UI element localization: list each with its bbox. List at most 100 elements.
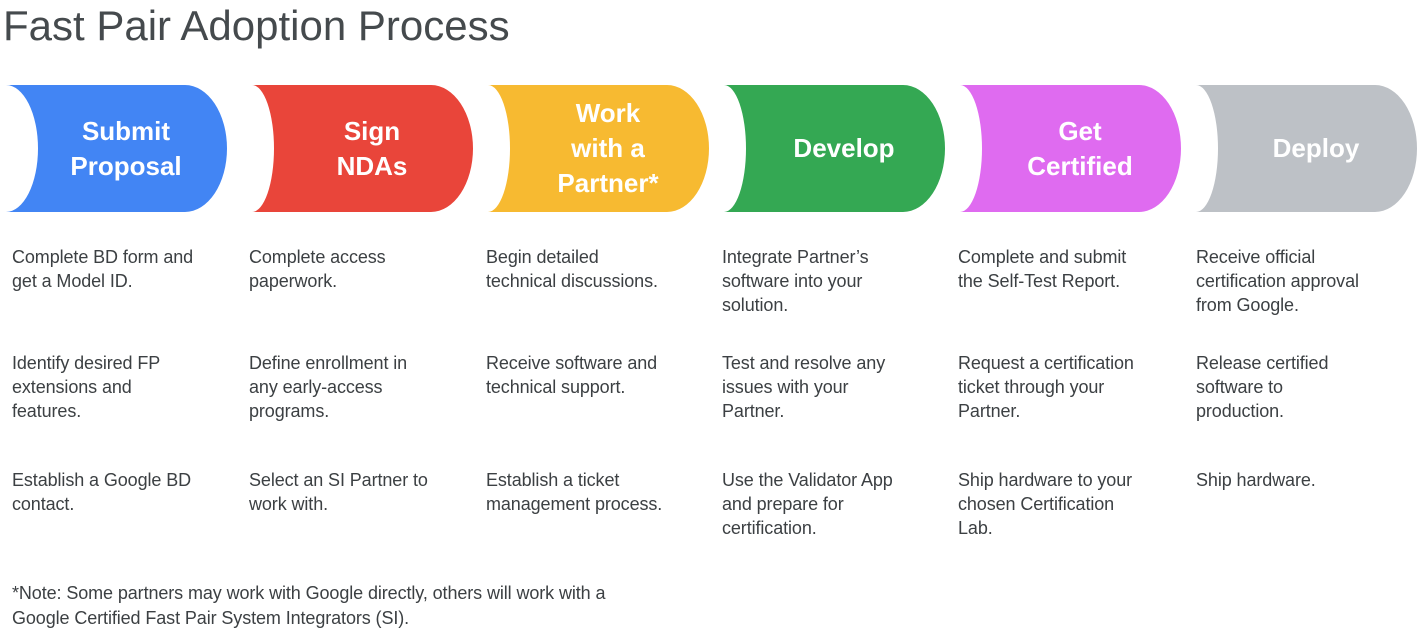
- step-detail-line: technical support.: [486, 377, 626, 397]
- step-chevron-shape: [6, 85, 227, 212]
- step-detail-line: Request a certification: [958, 353, 1134, 373]
- step-detail-item: Ship hardware to your chosen Certificatio…: [958, 468, 1190, 540]
- step-detail-line: issues with your: [722, 377, 849, 397]
- step-detail-line: ticket through your: [958, 377, 1105, 397]
- step-detail-line: from Google.: [1196, 295, 1299, 315]
- step-detail-item: Begin detailed technical discussions.: [486, 245, 718, 293]
- step-detail-line: Receive software and: [486, 353, 658, 373]
- step-detail-item: Request a certification ticket through yo…: [958, 351, 1190, 423]
- step-detail-item: Complete and submit the Self-Test Report.: [958, 245, 1190, 293]
- page-title: Fast Pair Adoption Process: [3, 2, 510, 49]
- step-detail-line: features.: [12, 401, 82, 421]
- step-details-column-4: Integrate Partner’s software into your sol…: [722, 245, 954, 585]
- step-detail-line: certification approval: [1196, 271, 1359, 291]
- process-step-3: Work with a Partner*: [488, 85, 710, 212]
- step-detail-line: and prepare for: [722, 494, 844, 514]
- step-chevron-shape: [1196, 85, 1417, 212]
- step-detail-item: Release certified software to production.: [1196, 351, 1423, 423]
- step-detail-item: Select an SI Partner to work with.: [249, 468, 481, 516]
- step-detail-line: Complete and submit: [958, 247, 1127, 267]
- footnote-line: *Note: Some partners may work with Googl…: [12, 583, 606, 603]
- step-label-line: Work: [575, 98, 641, 128]
- step-detail-line: Establish a Google BD: [12, 470, 191, 490]
- step-details-column-5: Complete and submit the Self-Test Report.…: [958, 245, 1190, 585]
- step-detail-line: get a Model ID.: [12, 271, 133, 291]
- step-details-column-2: Complete access paperwork. Define enrollme…: [249, 245, 481, 585]
- process-step-4: Develop: [724, 85, 946, 212]
- step-detail-line: the Self-Test Report.: [958, 271, 1120, 291]
- step-chevron-shape: [724, 85, 945, 212]
- step-details-column-3: Begin detailed technical discussions. Rece…: [486, 245, 718, 585]
- step-detail-line: Complete BD form and: [12, 247, 194, 267]
- step-detail-line: Receive official: [1196, 247, 1316, 267]
- step-detail-line: technical discussions.: [486, 271, 658, 291]
- step-detail-line: Ship hardware to your: [958, 470, 1132, 490]
- step-detail-line: solution.: [722, 295, 789, 315]
- step-label-line: Partner*: [557, 168, 659, 198]
- step-detail-line: paperwork.: [249, 271, 338, 291]
- step-detail-line: programs.: [249, 401, 330, 421]
- step-details-column-1: Complete BD form and get a Model ID. Ident…: [12, 245, 244, 585]
- footnote-line: Google Certified Fast Pair System Integr…: [12, 608, 410, 628]
- step-details-column-6: Receive official certification approval fr…: [1196, 245, 1423, 585]
- step-detail-item: Establish a ticket management process.: [486, 468, 718, 516]
- step-label: Work with a Partner*: [488, 85, 710, 212]
- step-label: Develop: [724, 85, 946, 212]
- step-detail-line: Release certified: [1196, 353, 1329, 373]
- step-detail-line: extensions and: [12, 377, 132, 397]
- step-detail-line: Establish a ticket: [486, 470, 620, 490]
- step-detail-line: any early-access: [249, 377, 383, 397]
- step-detail-line: Test and resolve any: [722, 353, 886, 373]
- step-detail-line: software into your: [722, 271, 863, 291]
- step-label-line: Deploy: [1272, 133, 1360, 163]
- step-detail-item: Ship hardware.: [1196, 468, 1423, 492]
- step-detail-line: chosen Certification: [958, 494, 1115, 514]
- step-detail-line: Begin detailed: [486, 247, 599, 267]
- step-detail-line: Partner.: [722, 401, 785, 421]
- step-detail-item: Receive software and technical support.: [486, 351, 718, 399]
- step-detail-line: work with.: [249, 494, 329, 514]
- step-detail-line: management process.: [486, 494, 663, 514]
- step-detail-line: production.: [1196, 401, 1284, 421]
- step-label-line: Sign: [343, 115, 401, 146]
- step-detail-line: certification.: [722, 518, 817, 538]
- footnote: *Note: Some partners may work with Googl…: [12, 581, 605, 631]
- step-detail-line: Define enrollment in: [249, 353, 408, 373]
- step-detail-item: Complete BD form and get a Model ID.: [12, 245, 244, 293]
- step-label-line: Proposal: [70, 150, 182, 181]
- step-detail-line: Identify desired FP: [12, 353, 161, 373]
- step-detail-item: Receive official certification approval fr…: [1196, 245, 1423, 317]
- step-label: Deploy: [1196, 85, 1418, 212]
- step-detail-item: Integrate Partner’s software into your sol…: [722, 245, 954, 317]
- step-detail-line: Partner.: [958, 401, 1021, 421]
- step-detail-item: Identify desired FP extensions and feature…: [12, 351, 244, 423]
- step-detail-line: Lab.: [958, 518, 993, 538]
- step-detail-line: Use the Validator App: [722, 470, 893, 490]
- step-label-line: NDAs: [336, 150, 408, 181]
- step-detail-item: Define enrollment in any early-access prog…: [249, 351, 481, 423]
- step-detail-line: contact.: [12, 494, 75, 514]
- step-label-line: with a: [571, 133, 645, 163]
- step-detail-item: Complete access paperwork.: [249, 245, 481, 293]
- step-chevron-shape: [960, 85, 1181, 212]
- step-label-line: Get: [1058, 115, 1102, 146]
- step-chevron-shape: [252, 85, 473, 212]
- step-detail-item: Establish a Google BD contact.: [12, 468, 244, 516]
- step-detail-line: Select an SI Partner to: [249, 470, 428, 490]
- step-detail-item: Use the Validator App and prepare for cert…: [722, 468, 954, 540]
- step-detail-line: Ship hardware.: [1196, 470, 1316, 490]
- process-step-6: Deploy: [1196, 85, 1418, 212]
- step-detail-line: Integrate Partner’s: [722, 247, 869, 267]
- step-label-line: Submit: [81, 115, 171, 146]
- step-detail-line: software to: [1196, 377, 1283, 397]
- step-label-line: Certified: [1027, 150, 1133, 181]
- step-detail-line: Complete access: [249, 247, 386, 267]
- step-label-line: Develop: [793, 133, 895, 163]
